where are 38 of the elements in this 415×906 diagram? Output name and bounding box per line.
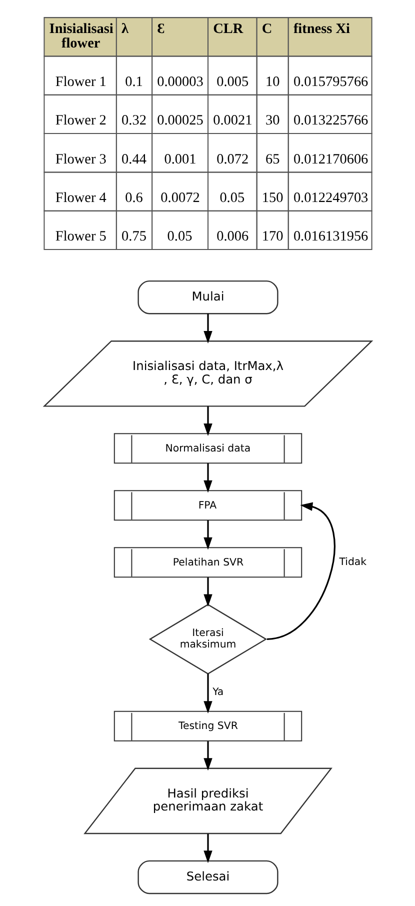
label: 0.012170606 — [292, 150, 368, 167]
label: 170 — [261, 228, 283, 244]
label: 0.072 — [216, 150, 248, 167]
label: 0.00025 — [156, 112, 203, 128]
label: CLR — [212, 20, 243, 37]
label: 150 — [261, 189, 283, 206]
label: 0.0072 — [160, 189, 200, 206]
label: λ — [121, 20, 128, 37]
label: 0.012249703 — [292, 189, 368, 206]
label: 0.013225766 — [292, 112, 368, 128]
label: 0.75 — [121, 228, 146, 244]
label: Ɛ — [156, 20, 164, 37]
label: C — [261, 20, 272, 37]
label: Flower 4 — [54, 189, 106, 206]
label: 0.016131956 — [292, 228, 368, 244]
label: 10 — [264, 73, 280, 90]
label: Inisialisasi flower — [48, 20, 113, 51]
label: Flower 5 — [54, 228, 106, 244]
label: Flower 1 — [54, 73, 106, 90]
label: 0.32 — [121, 112, 146, 128]
label: fitness Xi — [292, 20, 350, 37]
label: 0.44 — [121, 150, 146, 167]
label: Flower 2 — [54, 112, 106, 128]
label: 0.6 — [124, 189, 142, 206]
edge-label: Tidak — [338, 556, 366, 568]
label: 0.1 — [124, 73, 142, 90]
label: 0.001 — [164, 150, 196, 167]
label: 0.005 — [216, 73, 248, 90]
label: 0.05 — [166, 228, 192, 244]
label: Flower 3 — [54, 150, 106, 167]
label: 0.00003 — [156, 73, 203, 90]
label: 0.05 — [219, 189, 244, 206]
label: 65 — [264, 150, 280, 167]
label: 0.006 — [216, 228, 248, 244]
label: 30 — [264, 112, 280, 128]
label: 0.0021 — [212, 112, 252, 128]
edge-label: Ya — [212, 686, 224, 698]
label: 0.015795766 — [292, 73, 368, 90]
